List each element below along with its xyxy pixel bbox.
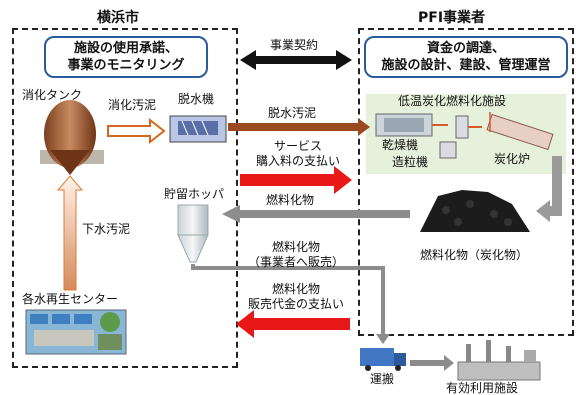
sale-payment-line1: 燃料化物: [271, 282, 320, 296]
service-fee-line1: サービス: [273, 139, 322, 153]
dryer-label: 乾燥機: [382, 138, 419, 152]
yokohama-role-line1: 施設の使用承諾、: [73, 41, 178, 56]
carbonizer-label: 炭化炉: [494, 152, 531, 166]
service-fee-line2: 購入料の支払い: [255, 154, 340, 168]
sewage-sludge-label: 下水汚泥: [82, 222, 131, 236]
pfi-role-line1: 資金の調達、: [426, 41, 505, 56]
fuel-sale-label: 燃料化物 （事業者へ販売）: [240, 240, 352, 270]
yokohama-region: [12, 28, 238, 368]
treatment-center-label: 各水再生センター: [22, 292, 119, 306]
sale-payment-arrow: [236, 310, 350, 338]
plant-title-label: 低温炭化燃料化施設: [398, 94, 507, 108]
fuel-return-label: 燃料化物: [266, 193, 315, 207]
granulator-label: 造粒機: [392, 155, 429, 169]
transport-arrow: [410, 355, 454, 371]
pfi-role-box: 資金の調達、 施設の設計、建設、管理運営: [364, 36, 568, 78]
yokohama-role-line2: 事業のモニタリング: [67, 58, 185, 73]
treatment-center-icon: [25, 309, 127, 355]
fuel-product-label: 燃料化物（炭化物）: [420, 248, 529, 262]
contract-label: 事業契約: [270, 38, 319, 52]
contract-arrow: [240, 50, 352, 70]
sewage-sludge-arrow: [56, 175, 84, 291]
truck-arrow-head: [376, 334, 390, 344]
storage-hopper-icon: [177, 204, 209, 263]
fuel-sale-line: [191, 264, 385, 336]
storage-hopper-label: 貯留ホッパ: [164, 187, 225, 201]
digestion-tank-label: 消化タンク: [22, 88, 83, 102]
pfi-role-line2: 施設の設計、建設、管理運営: [381, 58, 551, 73]
carbonization-plant-icons: [375, 112, 554, 159]
truck-icon: [360, 348, 406, 371]
transport-label: 運搬: [370, 372, 395, 386]
yokohama-title: 横浜市: [97, 10, 139, 26]
pfi-region: [358, 28, 574, 336]
sale-payment-label: 燃料化物 販売代金の支払い: [240, 282, 352, 312]
service-fee-label: サービス 購入料の支払い: [246, 139, 350, 169]
fuel-pile-icon: [420, 190, 530, 232]
dewatered-sludge-arrow: [228, 118, 370, 136]
dehydrator-icon: [169, 115, 227, 143]
digested-sludge-label: 消化汚泥: [108, 98, 157, 112]
plant-output-arrow: [536, 156, 562, 222]
fuel-return-arrow: [222, 205, 410, 223]
factory-icon: [457, 340, 541, 381]
pfi-title: PFI事業者: [418, 10, 486, 26]
fuel-sale-line1: 燃料化物: [271, 240, 320, 254]
dehydrator-label: 脱水機: [178, 92, 215, 106]
sale-payment-line2: 販売代金の支払い: [247, 297, 344, 311]
service-fee-arrow: [240, 166, 352, 194]
use-facility-label: 有効利用施設: [446, 381, 519, 395]
digested-sludge-arrow: [107, 117, 166, 145]
dewatered-sludge-label: 脱水汚泥: [268, 106, 317, 120]
yokohama-role-box: 施設の使用承諾、 事業のモニタリング: [44, 36, 208, 78]
digestion-tank-icon: [40, 100, 104, 175]
fuel-sale-line2: （事業者へ販売）: [247, 255, 344, 269]
